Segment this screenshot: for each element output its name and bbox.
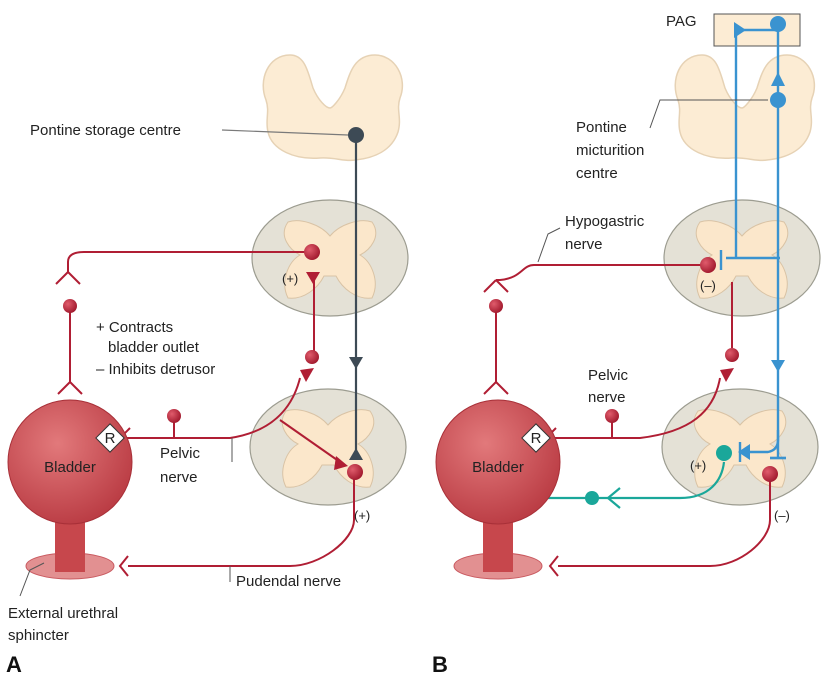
panel-a-letter: A: [6, 652, 22, 675]
pmc-label-1: Pontine: [576, 119, 627, 136]
panel-b-letter: B: [432, 652, 448, 675]
receptor-a-label: R: [105, 430, 116, 447]
minus-b-lower: (–): [774, 508, 790, 523]
neuron-a-mid: [305, 350, 319, 364]
pmc-label-3: centre: [576, 165, 618, 182]
blue-arrow-mid: [771, 360, 785, 372]
bladder-b: [435, 399, 561, 580]
neuron-a-lower: [347, 464, 363, 480]
spinal-cord-upper-a: [251, 199, 409, 317]
bladder-b-label: Bladder: [472, 459, 524, 476]
hypogastric-label-1: Hypogastric: [565, 213, 645, 230]
pelvic-b-label-2: nerve: [588, 389, 626, 406]
red-nerves-b: [483, 264, 771, 577]
pelvic-a-label-2: nerve: [160, 469, 198, 486]
receptor-b-box: [521, 423, 551, 453]
pontine-storage-pathway: [221, 127, 364, 460]
teal-neuron-cord: [716, 445, 732, 461]
bullet-contracts: + Contracts: [96, 319, 173, 336]
neuron-b-mid: [725, 348, 739, 362]
pmc-label-2: micturition: [576, 142, 644, 159]
pag-synapse: [734, 22, 746, 38]
neuron-b-lower: [762, 466, 778, 482]
receptor-b-label: R: [531, 430, 542, 447]
spinal-cord-lower-a: [249, 388, 407, 506]
plus-a-upper: (+): [282, 271, 298, 286]
neuron-b-upper: [700, 257, 716, 273]
pmc-synapse: [771, 72, 785, 86]
receptor-a-box: [95, 423, 125, 453]
neuron-b-pelvic: [605, 409, 619, 423]
pag-label: PAG: [666, 13, 697, 30]
pons-a: [262, 54, 404, 162]
synapse-b-mid: [720, 368, 734, 382]
pmc-neuron: [770, 92, 786, 108]
panel-b: PAG: [432, 13, 821, 675]
blue-synapse-lower: [738, 444, 750, 460]
pudendal-a-label: Pudendal nerve: [236, 573, 341, 590]
synapse-a-upper: [306, 272, 320, 284]
sphincter-a-leader: [19, 562, 45, 597]
hypogastric-leader: [537, 227, 561, 263]
neuron-a-pelvic: [167, 409, 181, 423]
pelvic-a-label-1: Pelvic: [160, 445, 201, 462]
synapse-a-lower: [334, 456, 348, 470]
pag-neuron: [770, 16, 786, 32]
sphincter-a-label-2: sphincter: [8, 627, 69, 644]
pontine-storage-label: Pontine storage centre: [30, 122, 181, 139]
hypogastric-label-2: nerve: [565, 236, 603, 253]
sphincter-a-label-1: External urethral: [8, 605, 118, 622]
minus-b-upper: (–): [700, 278, 716, 293]
neuron-a-upper: [304, 244, 320, 260]
pelvic-b-label-1: Pelvic: [588, 367, 629, 384]
bullet-inhibits: – Inhibits detrusor: [96, 361, 215, 378]
pons-b: [674, 54, 816, 162]
synapse-a-mid: [300, 368, 314, 382]
neuron-b-left: [489, 299, 503, 313]
bladder-a-label: Bladder: [44, 459, 96, 476]
pmc-leader: [649, 99, 768, 129]
teal-neuron-left: [585, 491, 599, 505]
neuron-a-left: [63, 299, 77, 313]
plus-b-lower: (+): [690, 458, 706, 473]
panel-a: R Bladder Pontine storage centre + Contr…: [6, 54, 409, 675]
bullet-outlet: bladder outlet: [108, 339, 200, 356]
bladder-a: [7, 399, 133, 580]
plus-a-lower: (+): [354, 508, 370, 523]
